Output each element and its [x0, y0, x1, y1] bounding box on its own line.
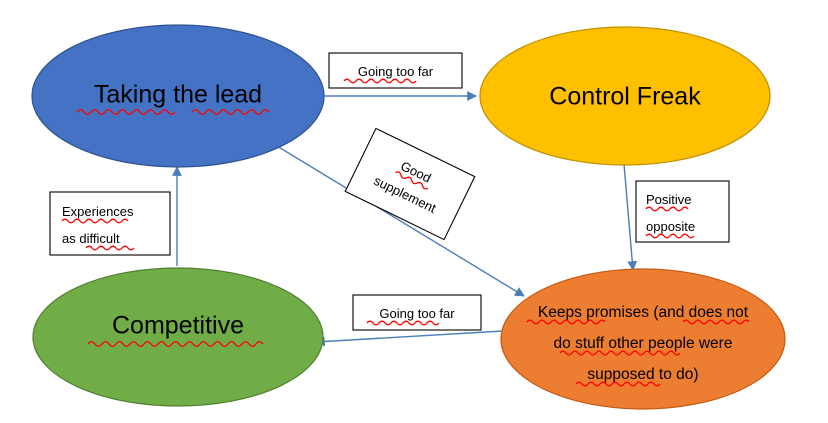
- node-control-freak[interactable]: Control Freak: [479, 26, 771, 166]
- edge-label-text-line-2: as difficult: [62, 231, 120, 246]
- spellcheck-squiggle: [395, 171, 429, 190]
- node-taking-the-lead[interactable]: Taking the lead: [31, 24, 325, 168]
- label-box: [49, 191, 171, 256]
- spellcheck-squiggle: [191, 109, 270, 115]
- label-box: [635, 180, 730, 243]
- label-box: [344, 127, 476, 241]
- spellcheck-squiggle: [87, 341, 264, 347]
- spellcheck-squiggle: [575, 381, 661, 387]
- ellipse-taking-the-lead[interactable]: [31, 24, 325, 168]
- spellcheck-squiggle: [645, 233, 695, 239]
- spellcheck-squiggle: [645, 206, 689, 212]
- spellcheck-squiggle: [343, 78, 417, 84]
- spellcheck-squiggle: [559, 350, 681, 356]
- edge-label-text: Going too far: [379, 306, 455, 321]
- edge-label-positive-opposite[interactable]: Positive opposite: [635, 180, 730, 243]
- node-label-control-freak: Control Freak: [549, 83, 701, 111]
- node-label-keeps-promises-line-2: do stuff other people were: [554, 335, 733, 352]
- spellcheck-squiggle: [526, 319, 606, 325]
- edge-label-going-too-far-bottom[interactable]: Going too far: [352, 294, 482, 331]
- connector-control-freak-to-keeps-promises[interactable]: [623, 163, 638, 271]
- edge-label-good-supplement[interactable]: Good supplement: [344, 127, 476, 241]
- spellcheck-squiggle: [76, 109, 176, 115]
- node-label-competitive: Competitive: [112, 312, 244, 340]
- ellipse-competitive[interactable]: [32, 267, 324, 407]
- node-keeps-promises[interactable]: Keeps promises (and does not do stuff ot…: [500, 268, 786, 410]
- edge-label-text-line-1: Experiences: [62, 204, 134, 219]
- spellcheck-squiggle: [85, 245, 135, 251]
- node-competitive[interactable]: Competitive: [32, 267, 324, 407]
- node-label-keeps-promises-line-1: Keeps promises (and does not: [538, 304, 749, 321]
- connectors-layer: [172, 91, 638, 347]
- spellcheck-squiggle: [682, 319, 750, 325]
- ellipse-keeps-promises[interactable]: [500, 268, 786, 410]
- ellipse-control-freak[interactable]: [479, 26, 771, 166]
- edge-label-text: Going too far: [358, 64, 434, 79]
- spellcheck-squiggle: [366, 320, 440, 326]
- edge-label-experiences-as-difficult[interactable]: Experiences as difficult: [49, 191, 171, 256]
- spellcheck-squiggle: [61, 218, 129, 224]
- edge-label-text-line-1: Positive: [646, 192, 692, 207]
- node-label-keeps-promises-line-3: supposed to do): [587, 366, 698, 383]
- edge-label-going-too-far-top[interactable]: Going too far: [328, 52, 463, 89]
- node-label-taking-the-lead: Taking the lead: [94, 81, 262, 109]
- connector-keeps-promises-to-competitive[interactable]: [315, 330, 504, 347]
- edge-label-text-line-2: opposite: [646, 219, 695, 234]
- connector-lead-to-keeps-promises[interactable]: [271, 142, 525, 297]
